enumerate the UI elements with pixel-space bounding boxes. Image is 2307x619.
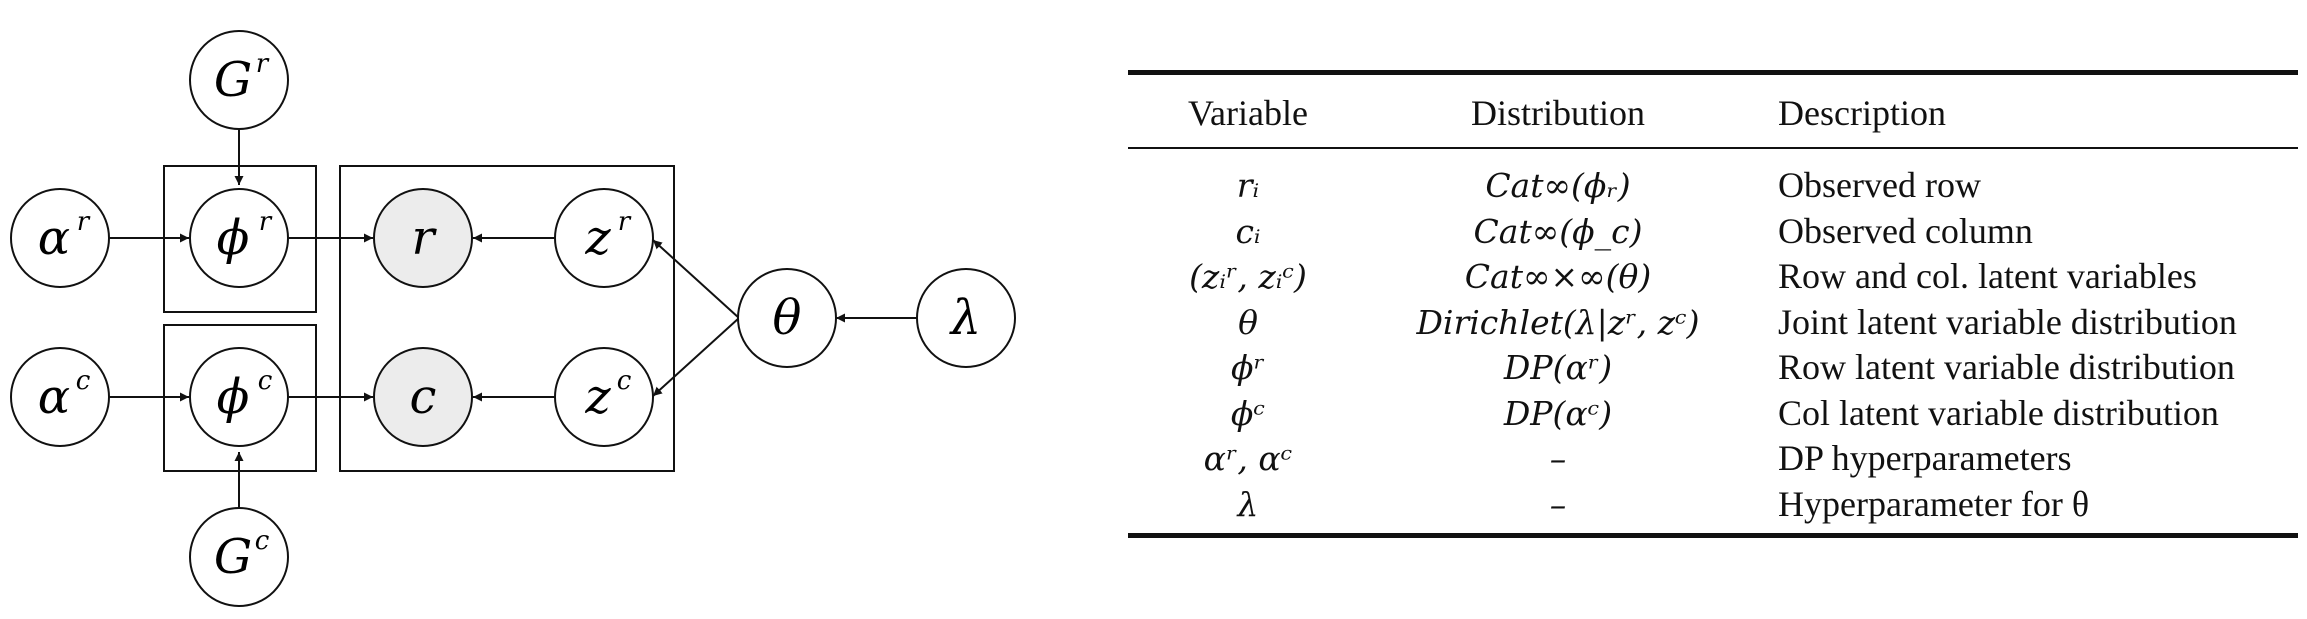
edge-theta-zc bbox=[652, 317, 740, 397]
svg-text:z: z bbox=[584, 369, 611, 425]
svg-text:c: c bbox=[410, 369, 437, 425]
svg-text:α: α bbox=[38, 369, 70, 425]
cell-distribution: DP(αᶜ) bbox=[1503, 393, 1613, 433]
cell-description: Hyperparameter for θ bbox=[1748, 481, 2298, 538]
cell-description: DP hyperparameters bbox=[1778, 438, 2072, 479]
cell-distribution: Cat∞(ϕ_c) bbox=[1473, 211, 1643, 251]
table-row: θ Dirichlet(λ|zʳ, zᶜ) Joint latent varia… bbox=[1128, 300, 2298, 346]
node-r-observed: r bbox=[373, 188, 473, 288]
node-phic: ϕ c bbox=[189, 347, 289, 447]
svg-text:c: c bbox=[258, 366, 273, 396]
cell-description: Row and col. latent variables bbox=[1778, 256, 2197, 297]
cell-variable: αʳ, αᶜ bbox=[1203, 439, 1293, 479]
node-Gr: G r bbox=[189, 30, 289, 130]
svg-text:λ: λ bbox=[949, 290, 981, 346]
cell-distribution: Cat∞(ϕᵣ) bbox=[1485, 166, 1631, 206]
node-zr: z r bbox=[554, 188, 654, 288]
svg-text:r: r bbox=[412, 210, 438, 266]
table-row: ϕʳ DP(αʳ) Row latent variable distributi… bbox=[1128, 345, 2298, 391]
svg-text:ϕ: ϕ bbox=[217, 369, 250, 425]
svg-text:G: G bbox=[214, 529, 252, 585]
svg-text:ϕ: ϕ bbox=[217, 210, 250, 266]
svg-text:r: r bbox=[618, 207, 632, 237]
svg-text:r: r bbox=[259, 207, 273, 237]
table-row: cᵢ Cat∞(ϕ_c) Observed column bbox=[1128, 209, 2298, 255]
svg-text:c: c bbox=[255, 526, 270, 556]
node-Gc: G c bbox=[189, 507, 289, 607]
table-row: ϕᶜ DP(αᶜ) Col latent variable distributi… bbox=[1128, 391, 2298, 437]
cell-variable: λ bbox=[1128, 481, 1368, 538]
svg-text:G: G bbox=[214, 52, 252, 108]
cell-variable: rᵢ bbox=[1236, 166, 1260, 206]
node-alphac: α c bbox=[10, 347, 110, 447]
cell-variable: θ bbox=[1238, 302, 1258, 342]
node-c-observed: c bbox=[373, 347, 473, 447]
node-phir: ϕ r bbox=[189, 188, 289, 288]
svg-text:r: r bbox=[256, 49, 270, 79]
svg-text:c: c bbox=[617, 366, 632, 396]
svg-text:c: c bbox=[76, 366, 91, 396]
cell-description: Observed column bbox=[1778, 210, 2033, 251]
svg-text:r: r bbox=[77, 207, 91, 237]
cell-distribution: Cat∞×∞(θ) bbox=[1464, 257, 1652, 297]
cell-description: Joint latent variable distribution bbox=[1778, 301, 2237, 342]
table-row: (zᵢʳ, zᵢᶜ) Cat∞×∞(θ) Row and col. latent… bbox=[1128, 254, 2298, 300]
node-alphar: α r bbox=[10, 188, 110, 288]
cell-distribution: – bbox=[1368, 481, 1748, 538]
svg-text:α: α bbox=[38, 210, 70, 266]
cell-distribution: DP(αʳ) bbox=[1503, 348, 1613, 388]
table-row: αʳ, αᶜ – DP hyperparameters bbox=[1128, 436, 2298, 482]
cell-description: Observed row bbox=[1778, 165, 1981, 206]
node-zc: z c bbox=[554, 347, 654, 447]
table-header-row: Variable Distribution Description bbox=[1128, 72, 2298, 148]
cell-variable: (zᵢʳ, zᵢᶜ) bbox=[1189, 257, 1307, 297]
header-description: Description bbox=[1778, 93, 1946, 133]
cell-description: Row latent variable distribution bbox=[1778, 347, 2235, 388]
cell-description: Col latent variable distribution bbox=[1778, 392, 2219, 433]
cell-variable: ϕʳ bbox=[1231, 348, 1265, 388]
svg-text:θ: θ bbox=[773, 290, 802, 346]
graphical-model-diagram: G r G c α r α c ϕ r ϕ c r c z r z bbox=[10, 30, 1016, 607]
variables-table: Variable Distribution Description rᵢ Cat… bbox=[1128, 70, 2298, 538]
cell-variable: ϕᶜ bbox=[1230, 393, 1266, 433]
node-theta: θ bbox=[737, 268, 837, 368]
cell-distribution: Dirichlet(λ|zʳ, zᶜ) bbox=[1416, 302, 1700, 342]
table-row: rᵢ Cat∞(ϕᵣ) Observed row bbox=[1128, 148, 2298, 209]
node-lambda: λ bbox=[916, 268, 1016, 368]
svg-text:z: z bbox=[584, 210, 611, 266]
edge-theta-zr bbox=[652, 239, 740, 319]
header-distribution: Distribution bbox=[1470, 93, 1645, 133]
table-row: λ – Hyperparameter for θ bbox=[1128, 481, 2298, 538]
cell-variable: cᵢ bbox=[1235, 211, 1261, 251]
header-variable: Variable bbox=[1188, 93, 1308, 133]
plate-observations bbox=[339, 165, 675, 472]
cell-distribution: – bbox=[1549, 439, 1567, 479]
